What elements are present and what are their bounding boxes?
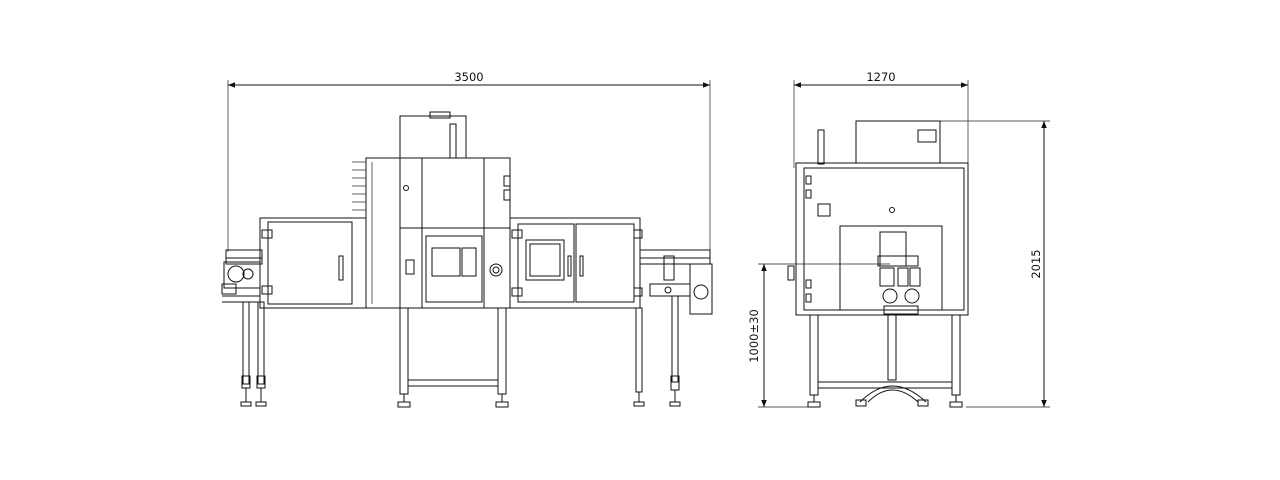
center-frame-legs bbox=[397, 307, 509, 408]
table-height-label: 1000±30 bbox=[747, 309, 761, 363]
side-view: 1270 2015 1000±30 bbox=[747, 70, 1050, 408]
front-view: 3500 bbox=[221, 70, 713, 408]
side-frame-legs bbox=[807, 314, 963, 408]
conveyor-rail bbox=[222, 249, 711, 303]
dimension-side-width: 1270 bbox=[793, 70, 969, 168]
left-guard-panel bbox=[259, 217, 367, 309]
side-mechanism bbox=[855, 255, 929, 407]
dimension-front-width: 3500 bbox=[227, 70, 711, 252]
left-drive-motor bbox=[221, 261, 261, 295]
right-guard-panel bbox=[509, 217, 643, 309]
center-cabinet bbox=[352, 111, 511, 309]
dimension-table-height: 1000±30 bbox=[747, 263, 890, 408]
dimension-total-height: 2015 bbox=[940, 120, 1050, 408]
front-width-label: 3500 bbox=[454, 70, 483, 84]
right-guard-legs bbox=[633, 307, 645, 407]
side-width-label: 1270 bbox=[866, 70, 895, 84]
total-height-label: 2015 bbox=[1029, 249, 1043, 278]
right-drive-motor bbox=[649, 255, 713, 407]
left-conveyor-legs bbox=[240, 301, 267, 407]
louvre-lines bbox=[352, 161, 366, 219]
side-cabinet bbox=[787, 120, 969, 316]
